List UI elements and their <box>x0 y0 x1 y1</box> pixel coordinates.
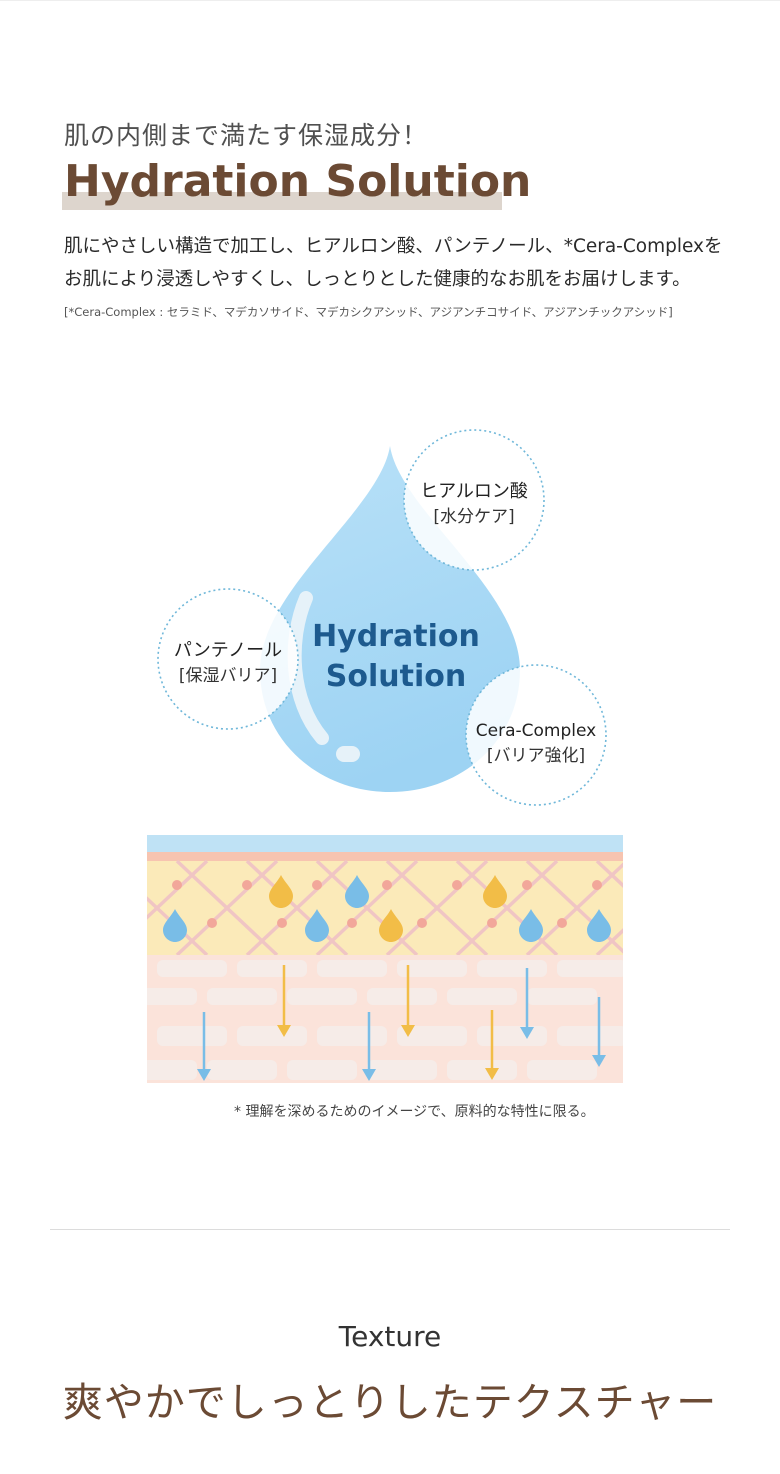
description-line-2: お肌により浸透しやすくし、しっとりとした健康的なお肌をお届けします。 <box>64 269 691 290</box>
dermis-cells <box>147 960 623 1080</box>
title-highlight <box>62 192 502 210</box>
section-subtitle: 肌の内側まで満たす保湿成分！ <box>64 121 429 150</box>
arrow-down-icon <box>401 965 415 1037</box>
arrow-down-icon <box>197 1012 211 1081</box>
skin-layer-illustration <box>147 835 623 1083</box>
diagram-center-title-2: Solution <box>326 659 466 694</box>
hydration-diagram: Hydration Solution ヒアルロン酸 [水分ケア] パンテノール … <box>157 429 607 806</box>
bubble-cera-complex-name: Cera-Complex <box>476 721 596 741</box>
bubble-hyaluronic-role: [水分ケア] <box>433 507 514 527</box>
top-divider <box>0 0 780 1</box>
bubble-hyaluronic: ヒアルロン酸 [水分ケア] <box>403 429 545 571</box>
lattice <box>147 859 623 957</box>
skin-band <box>147 852 623 861</box>
lattice-dots <box>172 880 602 928</box>
bubble-hyaluronic-name: ヒアルロン酸 <box>420 481 528 502</box>
section-divider <box>50 1229 730 1230</box>
ingredient-note: [*Cera-Complex : セラミド、マデカソサイド、マデカシクアシッド、… <box>64 305 673 319</box>
diagram-center-title-1: Hydration <box>312 619 480 654</box>
texture-label: Texture <box>338 1320 442 1353</box>
arrow-down-icon <box>277 965 291 1037</box>
skin-epidermis <box>147 861 623 955</box>
image-disclaimer: * 理解を深めるためのイメージで、原料的な特性に限る。 <box>234 1104 595 1120</box>
description-line-1: 肌にやさしい構造で加工し、ヒアルロン酸、パンテノール、*Cera-Complex… <box>64 236 723 257</box>
arrow-down-icon <box>592 997 606 1067</box>
skin-surface <box>147 835 623 853</box>
bubble-panthenol: パンテノール [保湿バリア] <box>157 588 299 730</box>
section-title-block: Hydration Solution <box>62 156 531 216</box>
section-title: Hydration Solution <box>64 156 532 207</box>
bubble-cera-complex-role: [バリア強化] <box>487 746 585 766</box>
bubble-panthenol-name: パンテノール <box>174 640 282 661</box>
penetration-arrows <box>197 965 606 1081</box>
bubble-cera-complex: Cera-Complex [バリア強化] <box>465 664 607 806</box>
bubble-panthenol-role: [保湿バリア] <box>179 666 277 686</box>
drop-highlight-dot <box>336 746 360 762</box>
description: 肌にやさしい構造で加工し、ヒアルロン酸、パンテノール、*Cera-Complex… <box>64 230 764 296</box>
arrow-down-icon <box>485 1010 499 1080</box>
water-drop-icon <box>260 446 520 792</box>
arrow-down-icon <box>362 1012 376 1081</box>
texture-title: 爽やかでしっとりしたテクスチャー <box>62 1380 718 1426</box>
arrow-down-icon <box>520 968 534 1039</box>
